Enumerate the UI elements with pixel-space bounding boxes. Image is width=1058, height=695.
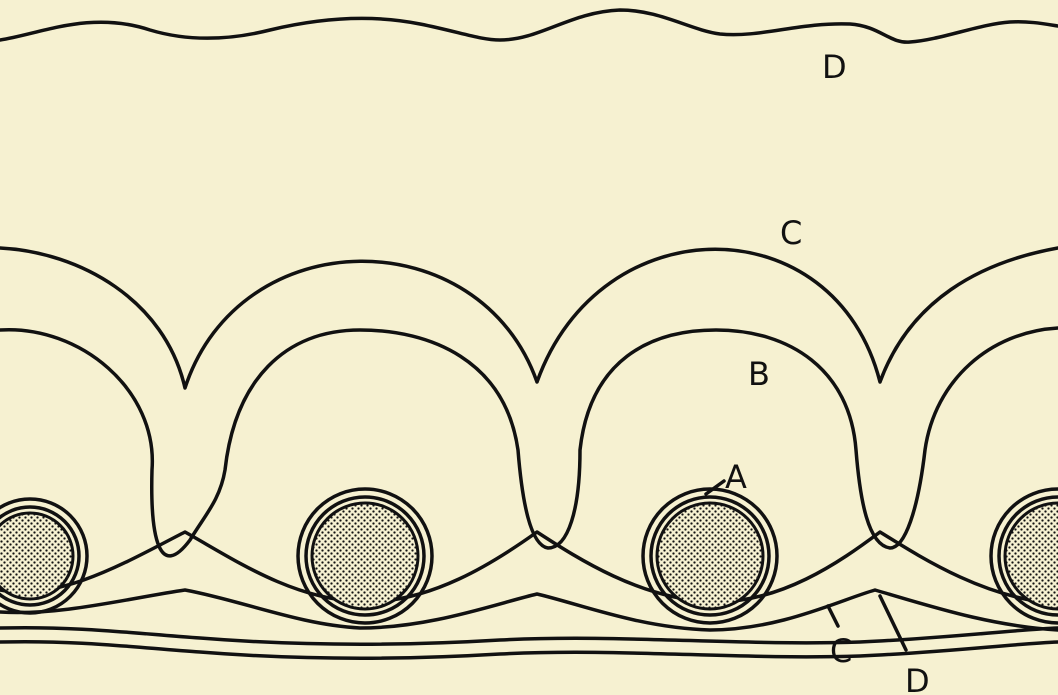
top-wavy-line-d [0,10,1058,42]
label-c-top: C [780,214,802,252]
label-d-top: D [822,48,847,86]
label-a: A [725,458,747,496]
lower-base-line-2 [0,642,1058,659]
leader-line-c [828,606,838,626]
label-b: B [748,355,770,393]
sphere-a [643,489,777,623]
label-d-bottom: D [905,662,930,695]
sphere-left [0,499,87,613]
sphere-center-left [298,489,432,623]
lower-band-d [0,590,1058,630]
sphere-right [991,489,1058,623]
label-c-bottom: C [830,632,852,670]
outer-envelope-c [0,248,1058,388]
